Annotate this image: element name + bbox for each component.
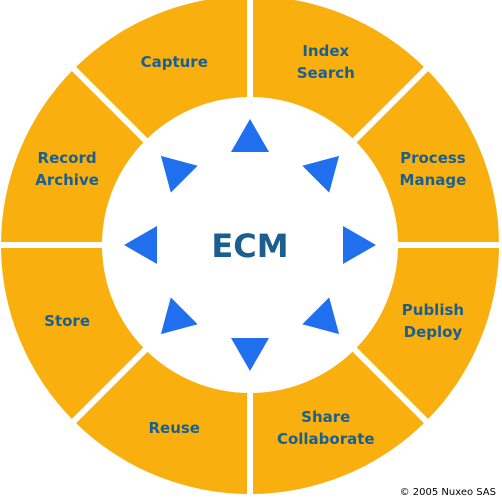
segment-label-reuse: Reuse	[148, 419, 200, 437]
segment-reuse	[73, 349, 250, 494]
segment-process-manage	[354, 68, 499, 245]
segment-label-line: Collaborate	[277, 430, 375, 448]
segment-capture	[73, 0, 250, 141]
segment-label-line: Capture	[141, 53, 208, 71]
triangle-arrow-left-icon	[124, 226, 157, 264]
triangle-arrow-up-left-icon	[160, 155, 198, 193]
triangle-arrow-up-icon	[231, 119, 269, 152]
ring-segments	[1, 0, 499, 494]
segment-label-line: Publish	[402, 301, 464, 319]
triangle-arrow-down-right-icon	[302, 297, 340, 335]
center-label-ecm: ECM	[211, 227, 288, 265]
triangle-arrow-up-right-icon	[302, 155, 340, 193]
segment-divider	[351, 65, 430, 144]
segment-label-store: Store	[44, 312, 90, 330]
segment-label-line: Process	[400, 149, 466, 167]
triangle-arrow-down-icon	[231, 338, 269, 371]
segment-label-line: Record	[38, 149, 97, 167]
segment-label-line: Archive	[35, 171, 99, 189]
segment-label-line: Store	[44, 312, 90, 330]
segment-index-search	[250, 0, 427, 141]
segment-label-line: Search	[297, 64, 355, 82]
segment-label-line: Manage	[400, 171, 467, 189]
segment-label-capture: Capture	[141, 53, 208, 71]
triangle-arrow-down-left-icon	[160, 297, 198, 335]
direction-arrows	[124, 119, 376, 371]
segment-record-archive	[1, 68, 146, 245]
segment-share-collaborate	[250, 349, 427, 494]
copyright-notice: © 2005 Nuxeo SAS	[399, 487, 496, 498]
segment-label-line: Reuse	[148, 419, 200, 437]
segment-label-line: Index	[302, 42, 349, 60]
segment-publish-deploy	[354, 245, 499, 422]
triangle-arrow-right-icon	[343, 226, 376, 264]
segment-divider	[70, 65, 149, 144]
segment-divider	[351, 346, 430, 425]
segment-divider	[70, 346, 149, 425]
segment-store	[1, 245, 146, 422]
segment-label-line: Share	[301, 408, 350, 426]
segment-label-line: Deploy	[404, 323, 463, 341]
